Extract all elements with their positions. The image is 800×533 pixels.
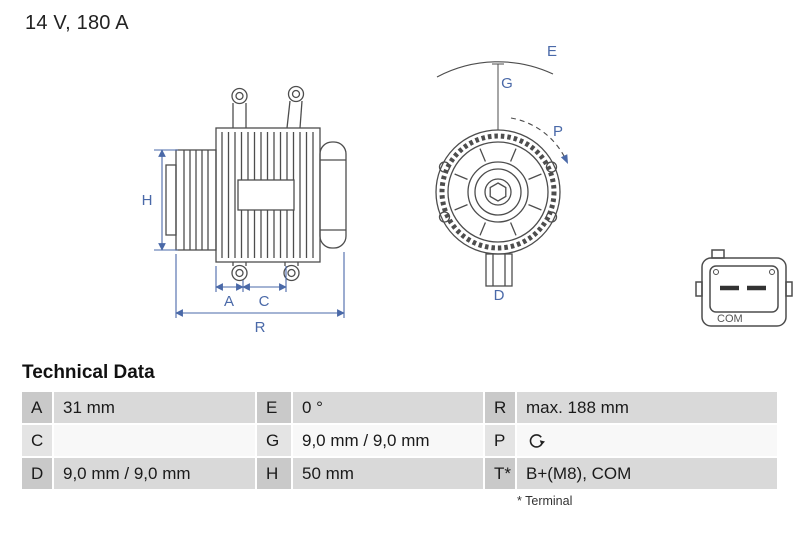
dim-label-d: D xyxy=(494,287,505,304)
technical-data-heading: Technical Data xyxy=(22,362,155,383)
table-cell-label-p: P xyxy=(485,425,515,456)
connector-label: COM xyxy=(717,313,743,325)
table-cell-value-t: B+(M8), COM xyxy=(517,458,777,489)
side-view-dimension-labels: H A C R xyxy=(142,192,270,336)
rotation-arrowhead xyxy=(560,154,568,164)
dim-label-a: A xyxy=(224,293,234,310)
alternator-side-view xyxy=(165,85,347,282)
table-cell-value-e: 0 ° xyxy=(293,392,483,423)
dim-label-h: H xyxy=(142,192,153,209)
technical-data-table: A 31 mm E 0 ° R max. 188 mm C G 9,0 mm /… xyxy=(22,392,777,489)
table-cell-value-c xyxy=(54,425,255,456)
table-cell-value-d: 9,0 mm / 9,0 mm xyxy=(54,458,255,489)
table-cell-value-r: max. 188 mm xyxy=(517,392,777,423)
alternator-front-view xyxy=(435,61,567,287)
table-cell-label-a: A xyxy=(22,392,52,423)
table-cell-label-e: E xyxy=(257,392,291,423)
table-cell-label-r: R xyxy=(485,392,515,423)
terminal-footnote: * Terminal xyxy=(517,494,573,508)
table-cell-value-p xyxy=(517,425,777,456)
dim-label-g: G xyxy=(501,75,513,92)
table-cell-value-a: 31 mm xyxy=(54,392,255,423)
table-cell-label-t: T* xyxy=(485,458,515,489)
rotation-direction-icon xyxy=(529,433,545,448)
dim-label-e: E xyxy=(547,43,557,60)
table-cell-label-d: D xyxy=(22,458,52,489)
dim-label-r: R xyxy=(255,319,266,336)
table-cell-value-h: 50 mm xyxy=(293,458,483,489)
front-view-dimension-labels: E G P D xyxy=(494,43,563,304)
technical-drawing: H A C R xyxy=(0,30,800,360)
product-rating-title: 14 V, 180 A xyxy=(25,12,129,34)
dim-label-c: C xyxy=(259,293,270,310)
alternator-drawing-svg: H A C R xyxy=(142,43,793,336)
dim-label-p: P xyxy=(553,123,563,140)
com-connector xyxy=(695,249,793,327)
table-cell-label-g: G xyxy=(257,425,291,456)
table-cell-label-c: C xyxy=(22,425,52,456)
table-cell-label-h: H xyxy=(257,458,291,489)
side-view-dimensions xyxy=(154,149,345,318)
table-cell-value-g: 9,0 mm / 9,0 mm xyxy=(293,425,483,456)
